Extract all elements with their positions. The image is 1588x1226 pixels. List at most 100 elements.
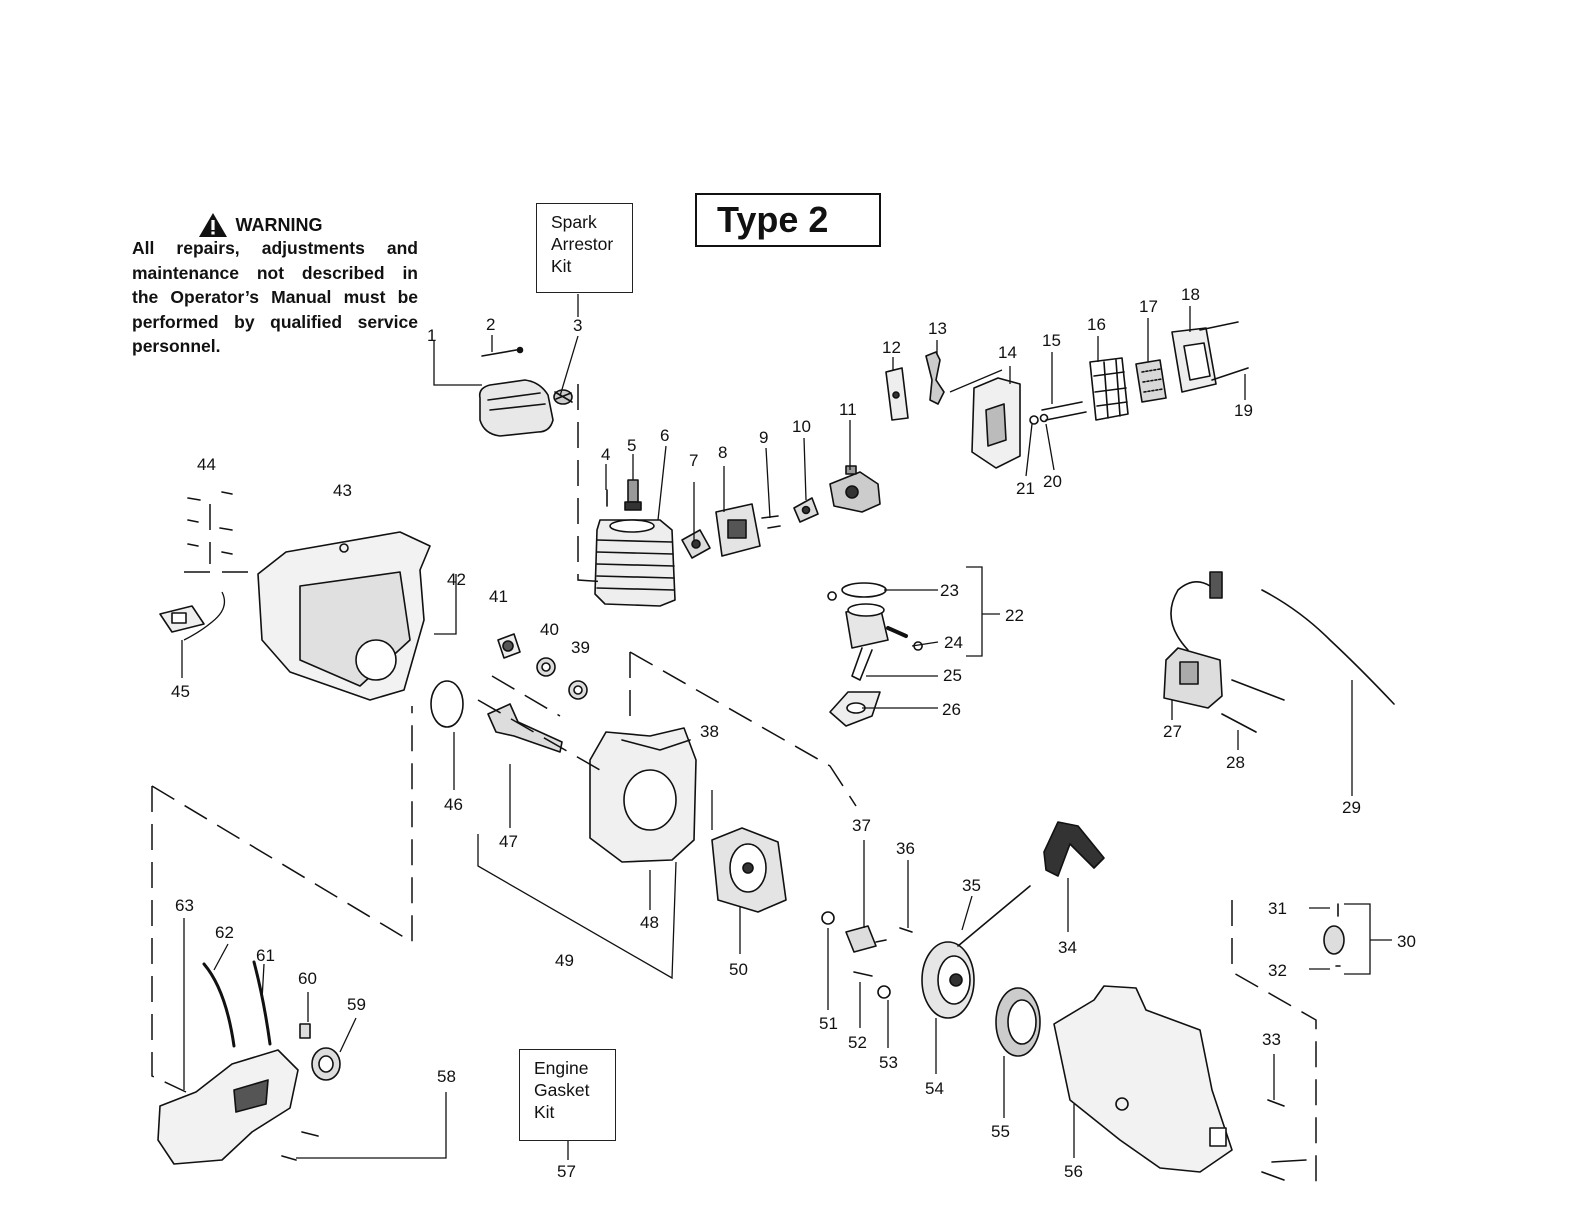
- starter-pawl-part: [845, 925, 887, 953]
- o-ring-part: [430, 680, 464, 728]
- callout-48: 48: [640, 913, 659, 932]
- choke-lever-part: [925, 351, 945, 405]
- cylinder-part: [594, 519, 676, 607]
- crankcase-part: [589, 727, 697, 863]
- callout-8: 8: [718, 443, 727, 462]
- callout-13: 13: [928, 319, 947, 338]
- washer-part-20: [1039, 413, 1049, 423]
- type-label: Type 2: [717, 199, 829, 240]
- callout-59: 59: [347, 995, 366, 1014]
- starter-spring-part: [995, 987, 1041, 1057]
- washer-part-21: [1029, 415, 1039, 425]
- callout-45: 45: [171, 682, 190, 701]
- screws-part-58: [281, 1131, 319, 1161]
- warning-triangle-icon: [198, 213, 227, 237]
- callout-62: 62: [215, 923, 234, 942]
- screws-part-9: [761, 515, 781, 529]
- warning-line: maintenance not described in: [132, 262, 418, 283]
- callout-49: 49: [555, 951, 574, 970]
- warning-line: All repairs, adjustments and: [132, 238, 418, 258]
- fuel-cap-part: [311, 1047, 341, 1081]
- filter-grid-part: [1089, 357, 1129, 421]
- bearing-plate-part: [829, 691, 881, 727]
- spark-arrestor-part: [553, 389, 573, 405]
- connecting-rod-part: [851, 647, 873, 681]
- callout-46: 46: [444, 795, 463, 814]
- callout-5: 5: [627, 436, 636, 455]
- callout-10: 10: [792, 417, 811, 436]
- air-filter-element-part: [1135, 359, 1167, 403]
- callout-47: 47: [499, 832, 518, 851]
- callout-34: 34: [1058, 938, 1077, 957]
- callout-36: 36: [896, 839, 915, 858]
- starter-rope-part: [957, 885, 1031, 947]
- callout-32: 32: [1268, 961, 1287, 980]
- callout-42: 42: [447, 570, 466, 589]
- spring-washer-part-53: [877, 985, 891, 999]
- retainer-part: [827, 591, 923, 651]
- adapter-plate-part: [715, 503, 761, 557]
- callout-20: 20: [1043, 472, 1062, 491]
- callout-53: 53: [879, 1053, 898, 1072]
- screws-part-44: [187, 491, 233, 555]
- callout-19: 19: [1234, 401, 1253, 420]
- callout-23: 23: [940, 581, 959, 600]
- warning-title-row: WARNING: [132, 212, 418, 238]
- callout-58: 58: [437, 1067, 456, 1086]
- callout-6: 6: [660, 426, 669, 445]
- washer-part-51: [821, 911, 835, 925]
- air-filter-base-part: [971, 377, 1021, 469]
- air-filter-cover-part: [1171, 327, 1217, 393]
- callout-51: 51: [819, 1014, 838, 1033]
- piston-pin-part: [886, 626, 908, 638]
- callout-29: 29: [1342, 798, 1361, 817]
- callout-40: 40: [540, 620, 559, 639]
- dashed-assembly-lines: [151, 384, 1317, 1186]
- bearing-part-40: [536, 657, 556, 677]
- warning-notice: WARNING All repairs, adjustments and mai…: [132, 212, 418, 359]
- leader-lines: [181, 294, 1392, 1160]
- flywheel-part: [711, 827, 787, 913]
- bracket-part: [159, 605, 205, 633]
- callout-37: 37: [852, 816, 871, 835]
- callout-31: 31: [1268, 899, 1287, 918]
- warning-line: the Operator’s Manual must be: [132, 287, 418, 307]
- callout-61: 61: [256, 946, 275, 965]
- callout-44: 44: [197, 455, 216, 474]
- callout-63: 63: [175, 896, 194, 915]
- callout-30: 30: [1397, 932, 1416, 951]
- callout-35: 35: [962, 876, 981, 895]
- muffler-cover-part: [478, 379, 554, 437]
- fuel-line-part: [202, 962, 236, 1048]
- callout-28: 28: [1226, 753, 1245, 772]
- pin-part: [481, 348, 523, 357]
- callout-18: 18: [1181, 285, 1200, 304]
- seal-part-39: [568, 680, 588, 700]
- callout-41: 41: [489, 587, 508, 606]
- callout-2: 2: [486, 315, 495, 334]
- clamp-part: [1323, 925, 1345, 955]
- choke-plate-part: [885, 367, 909, 421]
- bearing-part-41: [497, 633, 521, 659]
- callout-4: 4: [601, 445, 610, 464]
- callout-24: 24: [944, 633, 963, 652]
- carburetor-gasket-part: [793, 497, 819, 523]
- callout-1: 1: [427, 326, 436, 345]
- vent-part: [299, 1023, 311, 1039]
- spark-arrestor-kit-box: Spark Arrestor Kit: [536, 203, 633, 293]
- screw-part-52: [853, 971, 873, 977]
- callout-39: 39: [571, 638, 590, 657]
- callout-7: 7: [689, 451, 698, 470]
- piston-ring-part: [841, 582, 887, 598]
- callout-27: 27: [1163, 722, 1182, 741]
- bolts-part-15: [1041, 401, 1087, 421]
- kit-label-line: Kit: [551, 256, 572, 276]
- starter-handle-part: [1043, 821, 1105, 877]
- starter-pulley-part: [921, 941, 975, 1019]
- callout-25: 25: [943, 666, 962, 685]
- ground-wire-part: [1261, 589, 1395, 705]
- callout-16: 16: [1087, 315, 1106, 334]
- ignition-module-part: [1163, 571, 1223, 709]
- engine-shroud-part: [257, 531, 431, 701]
